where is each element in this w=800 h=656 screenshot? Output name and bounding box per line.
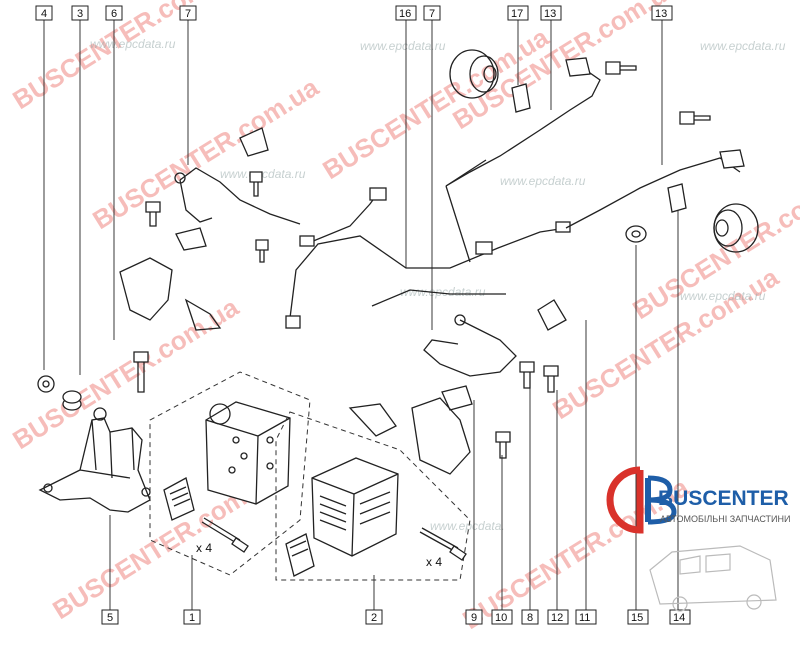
callout-4[interactable]: 4 <box>35 5 53 21</box>
top-callouts: 4 3 6 7 16 7 17 13 13 <box>35 5 673 21</box>
callout-8[interactable]: 8 <box>521 609 539 625</box>
grommet-15[interactable] <box>625 225 647 243</box>
leader-lines <box>43 20 679 610</box>
logo-name: BUSCENTER <box>658 487 789 510</box>
callout-12[interactable]: 12 <box>547 609 569 625</box>
callout-15[interactable]: 15 <box>627 609 649 625</box>
callout-5[interactable]: 5 <box>101 609 119 625</box>
bolt-6[interactable] <box>133 351 149 393</box>
svg-text:11: 11 <box>579 612 590 624</box>
logo-tagline: АВТОМОБІЛЬНІ ЗАПЧАСТИНИ <box>660 514 790 524</box>
callout-3[interactable]: 3 <box>71 5 89 21</box>
instruction-booklet-2[interactable] <box>285 533 315 577</box>
bolt-rear-upper[interactable] <box>605 61 637 75</box>
bracket-clip-11[interactable] <box>537 299 567 331</box>
svg-text:12: 12 <box>551 612 563 624</box>
abs-hydraulic-unit[interactable] <box>205 401 291 505</box>
svg-text:5: 5 <box>107 612 113 624</box>
front-wheel-sensor-right[interactable] <box>423 314 517 411</box>
bolt-kit-2[interactable] <box>419 527 467 561</box>
callout-1[interactable]: 1 <box>183 609 201 625</box>
watermark-site: www.epcdata.ru <box>500 174 586 188</box>
callout-14[interactable]: 14 <box>669 609 691 625</box>
watermark-site: www.epcdata.ru <box>220 167 306 181</box>
svg-text:7: 7 <box>185 8 191 20</box>
kit-outline-1 <box>149 371 311 576</box>
svg-text:3: 3 <box>77 8 83 20</box>
steering-knuckle-left[interactable] <box>119 257 222 331</box>
callout-13[interactable]: 13 <box>540 5 562 21</box>
bracket-clip-14[interactable] <box>667 183 687 213</box>
watermark-site: www.epcdata.ru <box>90 37 176 51</box>
watermark-layer: BUSCENTER.com.ua BUSCENTER.com.ua BUSCEN… <box>7 0 800 635</box>
svg-text:14: 14 <box>673 612 685 624</box>
callout-16[interactable]: 16 <box>395 5 417 21</box>
callout-9[interactable]: 9 <box>465 609 483 625</box>
svg-text:10: 10 <box>495 612 507 624</box>
callout-7[interactable]: 7 <box>179 5 197 21</box>
svg-text:9: 9 <box>471 612 477 624</box>
rear-harness-13[interactable] <box>445 57 745 229</box>
callout-13b[interactable]: 13 <box>651 5 673 21</box>
bolt-rear-lower[interactable] <box>679 111 711 125</box>
bracket-clip-17[interactable] <box>511 83 531 113</box>
van-icon <box>649 545 777 605</box>
callout-10[interactable]: 10 <box>491 609 513 625</box>
svg-text:6: 6 <box>111 8 117 20</box>
watermark-brand: BUSCENTER.com.ua <box>87 72 324 236</box>
callout-17[interactable]: 17 <box>507 5 529 21</box>
bolt-sensor-left[interactable] <box>145 201 161 227</box>
bracket-clip-left[interactable] <box>239 127 269 197</box>
watermark-site: www.epcdata.ru <box>680 289 766 303</box>
bolt-12[interactable] <box>543 365 559 393</box>
abs-mounting-bracket[interactable] <box>38 407 151 513</box>
bottom-callouts: 5 1 2 9 10 8 12 11 15 14 <box>101 609 691 625</box>
rubber-bush-3[interactable] <box>62 390 82 411</box>
watermark-site: www.epcdata.ru <box>700 39 786 53</box>
watermark-site: www.epcdata.ru <box>400 285 486 299</box>
svg-text:4: 4 <box>41 8 47 20</box>
front-wheel-sensor-left[interactable] <box>174 167 301 251</box>
svg-text:2: 2 <box>371 612 377 624</box>
svg-text:7: 7 <box>429 8 435 20</box>
abs-control-module[interactable] <box>311 457 399 557</box>
bolt-10[interactable] <box>495 431 511 459</box>
callout-2[interactable]: 2 <box>365 609 383 625</box>
buscenter-logo: BUSCENTER АВТОМОБІЛЬНІ ЗАПЧАСТИНИ <box>606 466 790 612</box>
quantity-label-left: x 4 <box>196 541 212 555</box>
bolt-harness-left[interactable] <box>255 239 269 263</box>
washer-4[interactable] <box>37 375 55 393</box>
logo-mark-icon <box>606 466 644 534</box>
steering-knuckle-right[interactable] <box>348 397 471 475</box>
callout-11[interactable]: 11 <box>575 609 597 625</box>
quantity-label-right: x 4 <box>426 555 442 569</box>
svg-text:17: 17 <box>511 8 523 20</box>
watermark-site: www.epcdata. <box>430 519 505 533</box>
bolt-sensor-right[interactable] <box>519 361 535 389</box>
watermark-site: www.epcdata.ru <box>360 39 446 53</box>
abs-main-harness[interactable] <box>285 159 571 329</box>
svg-text:1: 1 <box>189 612 195 624</box>
callout-7b[interactable]: 7 <box>423 5 441 21</box>
instruction-booklet-1[interactable] <box>163 477 195 521</box>
rear-hub-right[interactable] <box>713 203 759 253</box>
svg-text:15: 15 <box>631 612 643 624</box>
svg-text:16: 16 <box>399 8 411 20</box>
bolt-kit-1[interactable] <box>201 517 249 553</box>
svg-text:8: 8 <box>527 612 533 624</box>
svg-text:13: 13 <box>544 8 556 20</box>
rear-hub-left[interactable] <box>449 49 499 99</box>
svg-text:13: 13 <box>655 8 667 20</box>
callout-6[interactable]: 6 <box>105 5 123 21</box>
